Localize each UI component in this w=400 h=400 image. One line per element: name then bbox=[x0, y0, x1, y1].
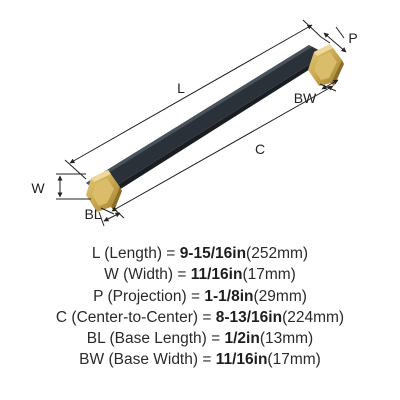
width-dimension: W bbox=[31, 173, 91, 200]
spec-value: 1/2in bbox=[224, 330, 260, 348]
spec-metric: (17mm) bbox=[242, 266, 296, 284]
spec-name: W (Width) = bbox=[104, 266, 187, 284]
spec-name: L (Length) = bbox=[91, 245, 176, 262]
label-base-length: BL bbox=[84, 206, 101, 222]
label-center-to-center: C bbox=[255, 141, 265, 157]
spec-metric: (13mm) bbox=[259, 330, 314, 348]
label-projection: P bbox=[348, 30, 357, 46]
length-dimension: L bbox=[64, 19, 322, 180]
spec-metric: (252mm) bbox=[246, 245, 309, 262]
label-length: L bbox=[177, 80, 185, 96]
right-base bbox=[308, 44, 344, 86]
spec-value: 11/16in bbox=[215, 351, 268, 369]
spec-name: BW (Base Width) = bbox=[79, 351, 212, 369]
base-width-dimension: BW bbox=[294, 79, 339, 106]
spec-metric: (17mm) bbox=[267, 351, 321, 369]
spec-metric: (29mm) bbox=[253, 287, 307, 305]
spec-width: W (Width) = 11/16in(17mm) bbox=[0, 264, 400, 285]
spec-value: 8-13/16in bbox=[215, 308, 283, 326]
spec-base-length: BL (Base Length) = 1/2in(13mm) bbox=[0, 328, 400, 349]
spec-value: 9-15/16in bbox=[179, 245, 247, 262]
spec-center-to-center: C (Center-to-Center) = 8-13/16in(224mm) bbox=[0, 307, 400, 328]
spec-metric: (224mm) bbox=[282, 308, 345, 326]
specifications-list: L (Length) = 9-15/16in(252mm) W (Width) … bbox=[0, 243, 400, 371]
spec-name: P (Projection) = bbox=[93, 287, 201, 305]
spec-base-width: BW (Base Width) = 11/16in(17mm) bbox=[0, 349, 400, 370]
spec-name: C (Center-to-Center) = bbox=[55, 308, 212, 326]
spec-value: 11/16in bbox=[190, 266, 243, 284]
spec-length: L (Length) = 9-15/16in(252mm) bbox=[0, 243, 400, 264]
spec-name: BL (Base Length) = bbox=[86, 330, 221, 348]
projection-dimension: P bbox=[320, 26, 358, 53]
base-length-dimension: BL bbox=[84, 206, 125, 227]
pull-bar bbox=[86, 45, 326, 200]
label-width: W bbox=[31, 180, 45, 196]
label-base-width: BW bbox=[294, 90, 317, 106]
cabinet-pull-diagram: L P BW C W BL bbox=[31, 19, 358, 227]
spec-value: 1-1/8in bbox=[204, 287, 254, 305]
spec-projection: P (Projection) = 1-1/8in(29mm) bbox=[0, 286, 400, 307]
